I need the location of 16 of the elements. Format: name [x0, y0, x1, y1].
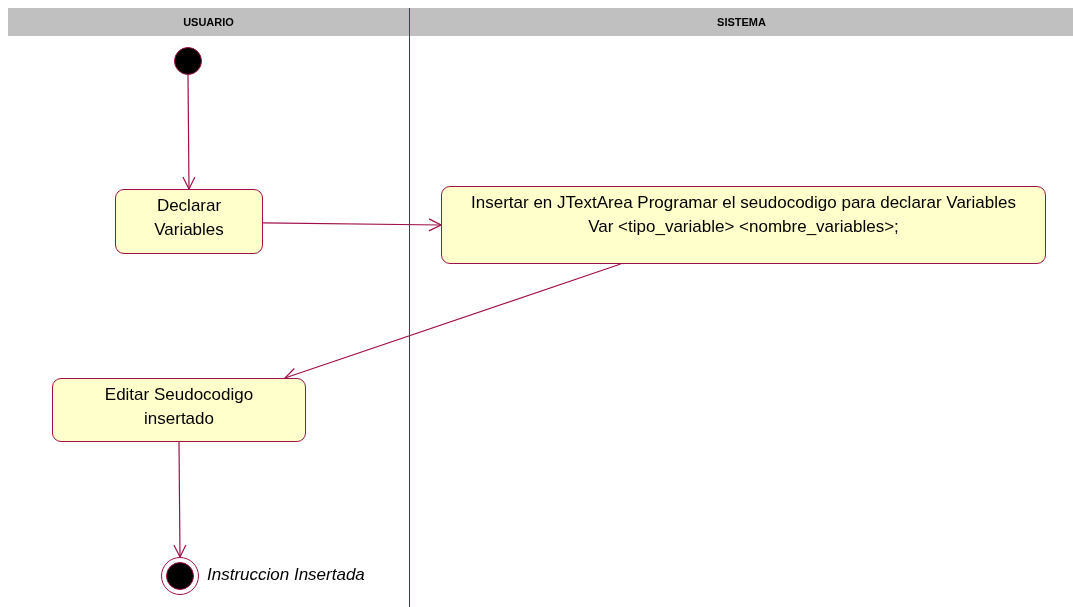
- lane-header: USUARIO: [8, 8, 409, 36]
- activity-box: [441, 186, 1046, 264]
- activity-label: Declarar Variables: [153, 195, 225, 241]
- swimlane: [8, 8, 410, 607]
- end-node: [161, 557, 199, 595]
- activity-box: [115, 189, 263, 254]
- lane-header: SISTEMA: [410, 8, 1073, 36]
- state-caption: Instruccion Insertada: [207, 565, 365, 585]
- arrow: [262, 218, 442, 232]
- activity-box: [52, 378, 306, 442]
- arrow: [182, 74, 196, 190]
- arrow: [284, 263, 622, 381]
- start-node: [174, 47, 202, 75]
- activity-label: Insertar en JTextArea Programar el seudocodigo para declarar Variables Var <tipo_variable> <nombre_variables>;: [470, 192, 1017, 238]
- activity-label: Editar Seudocodigo insertado: [103, 384, 255, 430]
- arrow: [173, 441, 187, 558]
